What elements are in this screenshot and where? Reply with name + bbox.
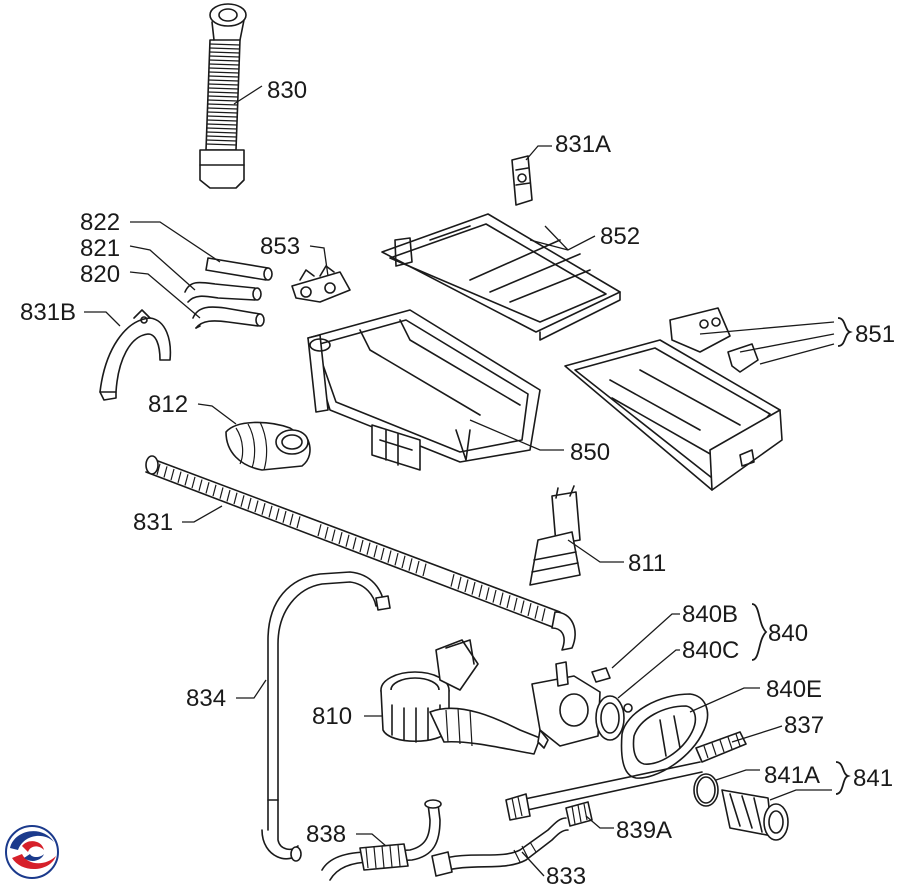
- part-811-connector: [529, 485, 581, 586]
- part-839A-connector: [565, 801, 593, 827]
- label-830: 830: [267, 77, 307, 104]
- label-850: 850: [570, 439, 610, 466]
- label-812: 812: [148, 391, 188, 418]
- brackets: [751, 317, 853, 795]
- part-long-connecting-hose: [505, 761, 703, 821]
- part-labels: 830 831A 822 821 820 853 852 831B 851 81…: [20, 77, 895, 890]
- part-841A-seal-ring: [693, 773, 719, 807]
- part-821-bent-hose: [184, 281, 262, 303]
- part-838-hose: [321, 799, 442, 881]
- label-853: 853: [260, 233, 300, 260]
- part-831A-clip: [511, 155, 533, 206]
- part-833-hose: [431, 817, 569, 877]
- label-841: 841: [853, 765, 893, 792]
- label-831: 831: [133, 509, 173, 536]
- label-833: 833: [546, 863, 586, 890]
- part-840E-pump-cover: [620, 693, 709, 779]
- part-831-long-hose: [145, 455, 576, 651]
- part-851-drawer: [564, 307, 783, 491]
- part-837-hose: [695, 731, 747, 763]
- part-853-valve: [291, 265, 351, 303]
- part-830-drain-hose: [199, 3, 247, 189]
- label-831A: 831A: [555, 131, 611, 158]
- brand-swirl-logo: [5, 825, 59, 879]
- part-812-bellows: [225, 421, 311, 471]
- label-840: 840: [768, 620, 808, 647]
- label-834: 834: [186, 685, 226, 712]
- part-820-bent-hose: [192, 306, 265, 329]
- label-840B: 840B: [682, 601, 738, 628]
- label-840C: 840C: [682, 637, 739, 664]
- label-837: 837: [784, 712, 824, 739]
- label-851: 851: [855, 321, 895, 348]
- part-841-filter: [721, 789, 789, 841]
- leader-lines: [84, 85, 835, 877]
- label-810: 810: [312, 703, 352, 730]
- part-810-pump-housing: [380, 639, 541, 755]
- label-821: 821: [80, 235, 120, 262]
- label-831B: 831B: [20, 299, 76, 326]
- part-850-dispenser-housing: [307, 309, 541, 471]
- label-839A: 839A: [616, 817, 672, 844]
- label-841A: 841A: [764, 762, 820, 789]
- part-834-drain-hose: [261, 571, 391, 862]
- part-831B-hose-guide: [99, 309, 172, 401]
- label-852: 852: [600, 223, 640, 250]
- label-840E: 840E: [766, 676, 822, 703]
- label-822: 822: [80, 209, 120, 236]
- part-840-pump: [531, 661, 633, 749]
- part-822-straight-hose: [205, 257, 273, 281]
- label-811: 811: [628, 550, 666, 577]
- label-820: 820: [80, 261, 120, 288]
- part-852-cover-plate: [381, 213, 621, 341]
- label-838: 838: [306, 821, 346, 848]
